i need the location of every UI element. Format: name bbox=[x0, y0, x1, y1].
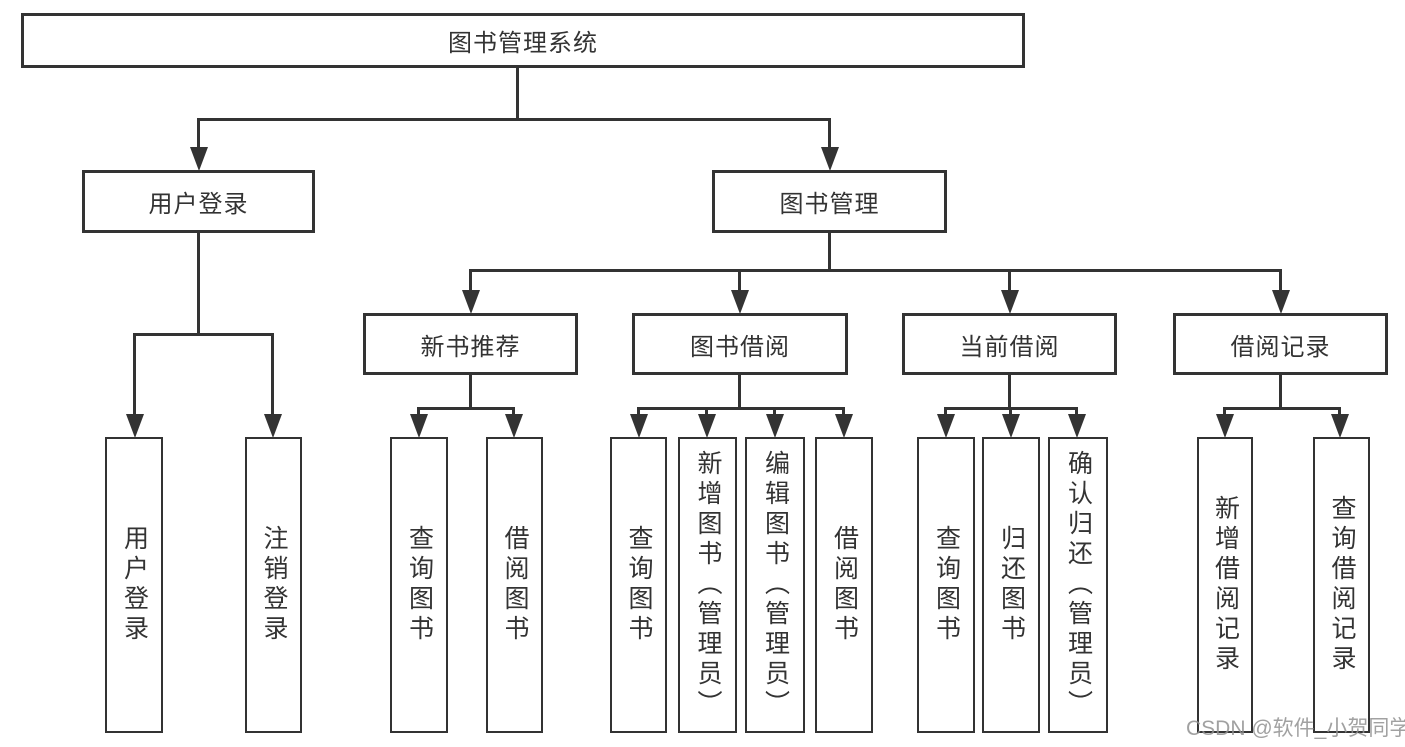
connector-drop-borrow-books-1 bbox=[512, 407, 515, 417]
leaf-user-login-label: 用户登录 bbox=[120, 525, 149, 645]
connector-drop-login-leaf bbox=[133, 333, 136, 415]
leaf-query-books-recommend: 查询图书 bbox=[390, 437, 448, 733]
node-library-system-label: 图书管理系统 bbox=[448, 30, 598, 57]
node-borrow-records: 借阅记录 bbox=[1173, 313, 1388, 375]
connector-book-borrow-bar bbox=[637, 407, 844, 410]
leaf-edit-book-admin-label: 编辑图书（管理员） bbox=[761, 450, 790, 720]
node-new-book-recommend: 新书推荐 bbox=[363, 313, 578, 375]
connector-borrow-records-bar bbox=[1223, 407, 1340, 410]
connector-drop-edit-book bbox=[773, 407, 776, 417]
connector-current-borrow-stem bbox=[1008, 375, 1011, 410]
arrowhead-current-borrow bbox=[1001, 290, 1019, 314]
connector-drop-query-books-2 bbox=[637, 407, 640, 417]
connector-drop-confirm-return bbox=[1075, 407, 1078, 417]
arrowhead-edit-book bbox=[766, 414, 784, 438]
leaf-add-book-admin-label: 新增图书（管理员） bbox=[694, 450, 722, 720]
arrowhead-return-books bbox=[1002, 414, 1020, 438]
leaf-logout: 注销登录 bbox=[245, 437, 302, 733]
arrowhead-user-login bbox=[190, 147, 208, 171]
connector-drop-new-book bbox=[469, 269, 472, 291]
connector-user-login-stem bbox=[197, 233, 200, 335]
arrowhead-confirm-return bbox=[1068, 414, 1086, 438]
connector-drop-borrow-records bbox=[1279, 269, 1282, 291]
leaf-query-books-current-label: 查询图书 bbox=[932, 525, 961, 645]
node-book-management-label: 图书管理 bbox=[779, 191, 880, 218]
arrowhead-add-record bbox=[1216, 414, 1234, 438]
leaf-query-books-recommend-label: 查询图书 bbox=[405, 525, 434, 645]
leaf-confirm-return-admin-label: 确认归还（管理员） bbox=[1064, 450, 1093, 720]
connector-book-management-stem bbox=[828, 233, 831, 272]
arrowhead-borrow-records bbox=[1272, 290, 1290, 314]
connector-drop-logout-leaf bbox=[271, 333, 274, 415]
leaf-query-borrow-record-label: 查询借阅记录 bbox=[1328, 495, 1356, 675]
leaf-query-books-borrow-label: 查询图书 bbox=[625, 525, 653, 645]
leaf-return-books: 归还图书 bbox=[982, 437, 1040, 733]
connector-book-borrow-stem bbox=[738, 375, 741, 410]
node-new-book-recommend-label: 新书推荐 bbox=[420, 333, 521, 361]
connector-drop-query-books-1 bbox=[417, 407, 420, 417]
leaf-add-book-admin: 新增图书（管理员） bbox=[678, 437, 737, 733]
arrowhead-query-books-3 bbox=[937, 414, 955, 438]
connector-root-bar bbox=[197, 118, 831, 121]
node-user-login-label: 用户登录 bbox=[148, 191, 249, 218]
leaf-confirm-return-admin: 确认归还（管理员） bbox=[1048, 437, 1108, 733]
arrowhead-book-management bbox=[821, 147, 839, 171]
connector-drop-borrow-books-2 bbox=[842, 407, 845, 417]
connector-drop-add-book bbox=[705, 407, 708, 417]
connector-drop-query-books-3 bbox=[944, 407, 947, 417]
connector-drop-query-record bbox=[1338, 407, 1341, 417]
arrowhead-new-book bbox=[462, 290, 480, 314]
leaf-add-borrow-record: 新增借阅记录 bbox=[1197, 437, 1253, 733]
arrowhead-book-borrow bbox=[731, 290, 749, 314]
connector-drop-return-books bbox=[1009, 407, 1012, 417]
node-current-borrow-label: 当前借阅 bbox=[959, 333, 1060, 361]
leaf-borrow-books-recommend: 借阅图书 bbox=[486, 437, 543, 733]
csdn-watermark: CSDN @软件_小贺同学 bbox=[1186, 717, 1405, 740]
arrowhead-borrow-books-1 bbox=[505, 414, 523, 438]
leaf-query-books-borrow: 查询图书 bbox=[610, 437, 667, 733]
connector-new-book-bar bbox=[417, 407, 515, 410]
connector-borrow-records-stem bbox=[1279, 375, 1282, 410]
arrowhead-query-books-2 bbox=[630, 414, 648, 438]
arrowhead-borrow-books-2 bbox=[835, 414, 853, 438]
leaf-query-borrow-record: 查询借阅记录 bbox=[1313, 437, 1370, 733]
leaf-query-books-current: 查询图书 bbox=[917, 437, 975, 733]
leaf-borrow-books-2: 借阅图书 bbox=[815, 437, 873, 733]
node-borrow-records-label: 借阅记录 bbox=[1230, 333, 1331, 361]
connector-root-stem bbox=[516, 67, 519, 120]
arrowhead-logout-leaf bbox=[264, 414, 282, 438]
leaf-edit-book-admin: 编辑图书（管理员） bbox=[745, 437, 805, 733]
leaf-return-books-label: 归还图书 bbox=[997, 525, 1026, 645]
node-user-login: 用户登录 bbox=[82, 170, 315, 233]
node-book-borrow: 图书借阅 bbox=[632, 313, 848, 375]
connector-book-management-bar bbox=[469, 269, 1282, 272]
connector-drop-current-borrow bbox=[1008, 269, 1011, 291]
connector-drop-add-record bbox=[1223, 407, 1226, 417]
arrowhead-login-leaf bbox=[126, 414, 144, 438]
leaf-user-login: 用户登录 bbox=[105, 437, 163, 733]
leaf-borrow-books-recommend-label: 借阅图书 bbox=[501, 525, 529, 645]
connector-user-login-bar bbox=[133, 333, 274, 336]
connector-new-book-stem bbox=[469, 375, 472, 410]
connector-drop-book-borrow bbox=[738, 269, 741, 291]
arrowhead-query-record bbox=[1331, 414, 1349, 438]
node-current-borrow: 当前借阅 bbox=[902, 313, 1117, 375]
node-library-system: 图书管理系统 bbox=[21, 13, 1025, 68]
node-book-borrow-label: 图书借阅 bbox=[690, 333, 790, 361]
leaf-logout-label: 注销登录 bbox=[260, 525, 288, 645]
node-book-management: 图书管理 bbox=[712, 170, 947, 233]
connector-drop-user-login bbox=[197, 118, 200, 150]
leaf-add-borrow-record-label: 新增借阅记录 bbox=[1211, 495, 1240, 675]
arrowhead-query-books-1 bbox=[410, 414, 428, 438]
leaf-borrow-books-2-label: 借阅图书 bbox=[830, 525, 859, 645]
arrowhead-add-book bbox=[698, 414, 716, 438]
connector-drop-book-management bbox=[828, 118, 831, 150]
